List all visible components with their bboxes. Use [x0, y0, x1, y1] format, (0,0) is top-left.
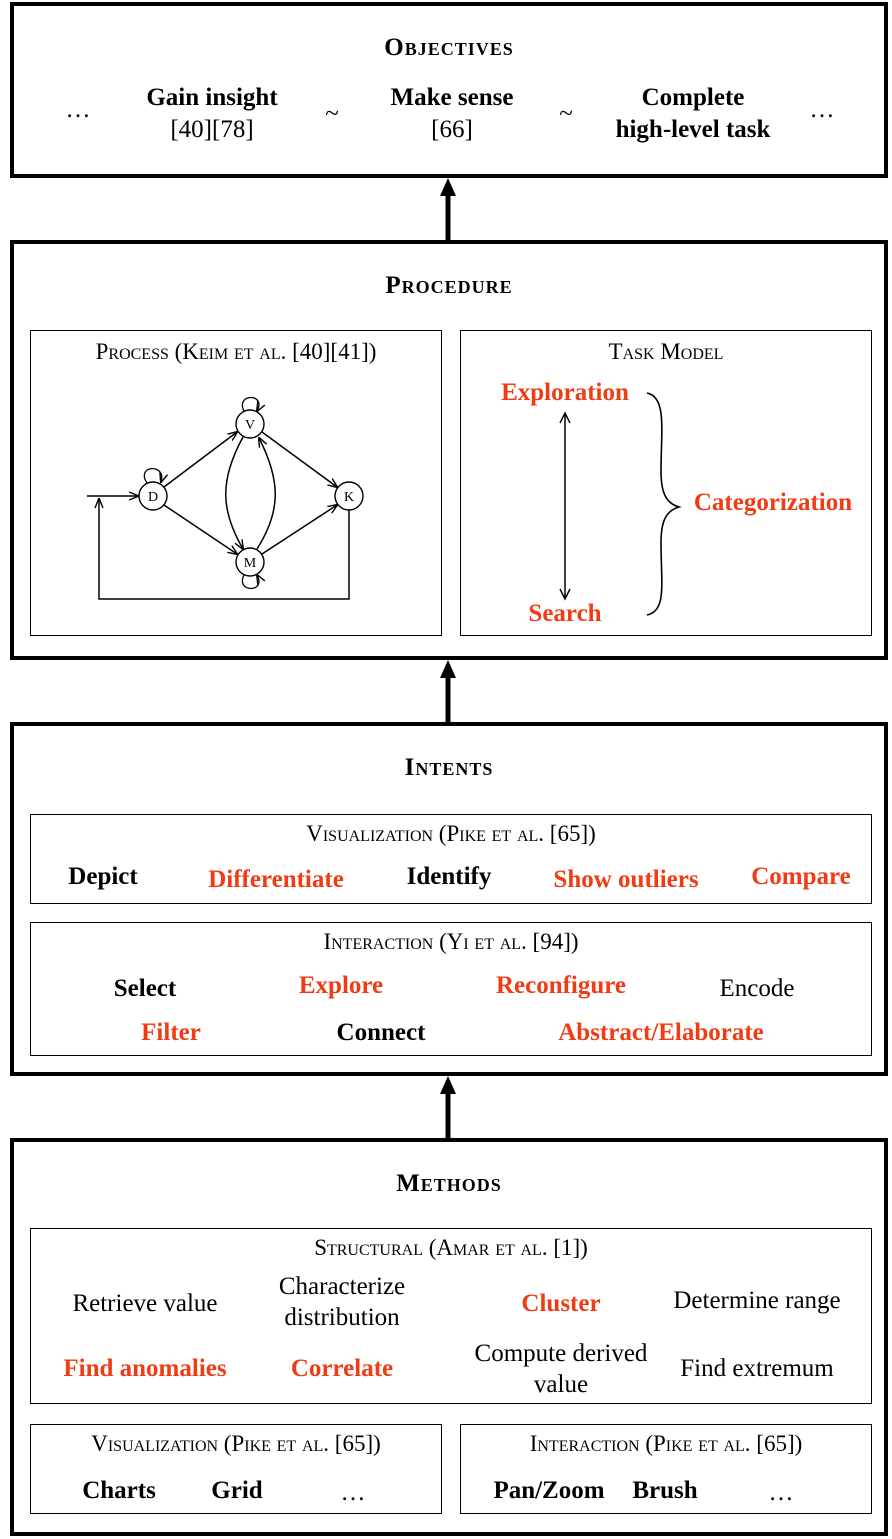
methods-visualization-ellipsis: … [340, 1479, 366, 1506]
objective-complete: Complete [641, 84, 745, 111]
method-cluster: Cluster [521, 1290, 601, 1317]
intent-differentiate: Differentiate [208, 866, 344, 893]
intent-abstract-elaborate: Abstract/Elaborate [558, 1019, 764, 1046]
methods-box: Methods Structural (Amar et al. [1]) Ret… [10, 1138, 888, 1536]
structural-panel: Structural (Amar et al. [1]) Retrieve va… [30, 1228, 872, 1404]
method-characterize-line2: distribution [284, 1304, 400, 1331]
categorization-brace [646, 392, 682, 616]
node-m-label: M [244, 556, 257, 571]
objectives-separator-1: ~ [325, 100, 339, 127]
node-m [235, 547, 265, 577]
task-model-panel: Task Model Exploration Search Categoriza… [460, 330, 872, 636]
process-title: Process (Keim et al. [40][41]) [95, 339, 377, 364]
intents-interaction-panel: Interaction (Yi et al. [94]) Select Expl… [30, 922, 872, 1056]
intents-box: Intents Visualization (Pike et al. [65])… [10, 722, 888, 1076]
edge-m-k [261, 505, 337, 555]
intent-select: Select [113, 975, 177, 1002]
method-correlate: Correlate [290, 1355, 394, 1382]
arrow-methods-to-intents [440, 1076, 456, 1138]
structural-title: Structural (Amar et al. [1]) [314, 1235, 588, 1260]
task-model-graphic [559, 392, 682, 616]
intent-compare: Compare [751, 863, 851, 890]
method-brush: Brush [632, 1477, 698, 1504]
method-compute-derived-line1: Compute derived [474, 1340, 648, 1367]
node-k [334, 481, 364, 511]
task-exploration: Exploration [501, 379, 629, 406]
methods-visualization-title: Visualization (Pike et al. [65]) [91, 1431, 381, 1456]
methods-title: Methods [396, 1170, 502, 1197]
edge-d-m [163, 504, 237, 554]
method-characterize-line1: Characterize [278, 1273, 406, 1300]
task-model-title: Task Model [608, 339, 724, 364]
method-grid: Grid [211, 1477, 263, 1504]
objective-complete-ref: high-level task [615, 116, 771, 143]
intent-connect: Connect [336, 1019, 426, 1046]
method-determine-range: Determine range [673, 1287, 841, 1314]
intents-visualization-panel: Visualization (Pike et al. [65]) Depict … [30, 814, 872, 904]
node-d-label: D [148, 490, 158, 505]
intent-identify: Identify [406, 863, 492, 890]
procedure-title: Procedure [385, 272, 513, 299]
arrow-intents-to-procedure [440, 660, 456, 722]
edge-k-d-feedback [99, 499, 350, 600]
intent-filter: Filter [141, 1019, 201, 1046]
self-loop-m [241, 575, 259, 589]
intent-depict: Depict [68, 863, 138, 890]
intent-reconfigure: Reconfigure [495, 972, 627, 999]
method-pan-zoom: Pan/Zoom [493, 1477, 605, 1504]
objective-gain-insight-ref: [40][78] [170, 116, 254, 143]
objectives-box: Objectives … Gain insight [40][78] ~ Mak… [10, 2, 888, 178]
task-search: Search [528, 600, 602, 627]
edge-v-m [225, 436, 243, 549]
procedure-box: Procedure Process (Keim et al. [40][41]) [10, 240, 888, 660]
arrow-procedure-to-objectives [440, 178, 456, 240]
objective-make-sense: Make sense [390, 84, 514, 111]
self-loop-v [241, 397, 259, 412]
process-panel: Process (Keim et al. [40][41]) [30, 330, 442, 636]
node-d [138, 481, 168, 511]
method-find-anomalies: Find anomalies [63, 1355, 227, 1382]
edge-d-v [163, 432, 237, 488]
objectives-ellipsis-left: … [65, 96, 91, 123]
objective-make-sense-ref: [66] [431, 116, 473, 143]
method-charts: Charts [82, 1477, 156, 1504]
intent-show-outliers: Show outliers [553, 866, 699, 893]
node-v-label: V [245, 418, 255, 433]
method-retrieve-value: Retrieve value [72, 1290, 218, 1317]
task-categorization: Categorization [693, 489, 853, 516]
edge-m-v [256, 438, 276, 550]
methods-visualization-panel: Visualization (Pike et al. [65]) Charts … [30, 1424, 442, 1514]
intent-explore: Explore [298, 972, 384, 999]
method-find-extremum: Find extremum [680, 1355, 834, 1382]
objectives-ellipsis-right: … [809, 96, 835, 123]
methods-interaction-ellipsis: … [768, 1479, 794, 1506]
methods-interaction-title: Interaction (Pike et al. [65]) [529, 1431, 803, 1456]
intents-interaction-title: Interaction (Yi et al. [94]) [323, 929, 579, 954]
intent-encode: Encode [719, 975, 795, 1002]
intents-title: Intents [404, 754, 494, 781]
edge-v-k [261, 431, 337, 487]
process-graph: D V M K [87, 397, 364, 600]
node-k-label: K [344, 490, 354, 505]
node-v [235, 409, 265, 439]
self-loop-d [143, 468, 161, 483]
objectives-separator-2: ~ [559, 100, 573, 127]
objective-gain-insight: Gain insight [146, 84, 278, 111]
objectives-title: Objectives [384, 34, 514, 61]
intents-visualization-title: Visualization (Pike et al. [65]) [306, 821, 596, 846]
method-compute-derived-line2: value [533, 1371, 589, 1398]
methods-interaction-panel: Interaction (Pike et al. [65]) Pan/Zoom … [460, 1424, 872, 1514]
